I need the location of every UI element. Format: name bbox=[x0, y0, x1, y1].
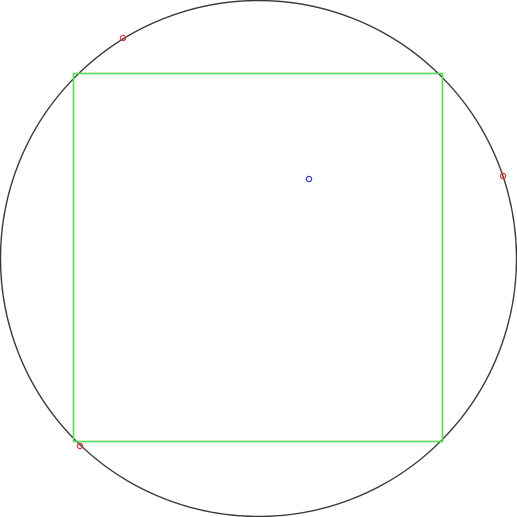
inscribed-square bbox=[72, 72, 444, 443]
red-point-bottom-left bbox=[76, 442, 84, 450]
red-point-right bbox=[499, 172, 507, 180]
red-point-top bbox=[119, 34, 127, 42]
blue-center-point bbox=[305, 175, 313, 183]
